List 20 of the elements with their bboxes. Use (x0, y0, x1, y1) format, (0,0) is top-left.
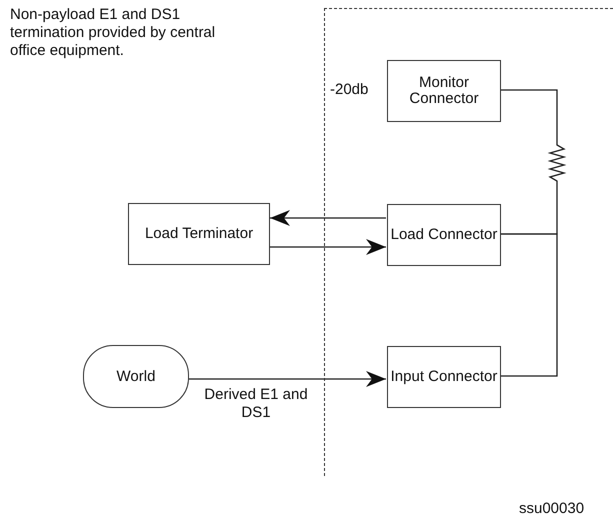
wire (500, 89, 566, 235)
node-label: Input Connector (390, 369, 498, 385)
arrow (270, 210, 386, 226)
terminal-shape (83, 345, 189, 408)
node-label: Load Connector (390, 227, 498, 243)
attenuation-label: -20db (330, 81, 368, 99)
figure-id: ssu00030 (519, 500, 586, 518)
wire (500, 233, 558, 377)
process-box (387, 60, 501, 122)
node-label: Monitor Connector (408, 75, 480, 107)
process-box (387, 346, 501, 408)
node-label: Load Terminator (144, 226, 254, 242)
dashed-boundary (324, 8, 613, 476)
edge-label: Derived E1 and DS1 (203, 386, 309, 422)
note-text: Non-payload E1 and DS1 termination provided by central office equipment. (10, 6, 216, 60)
arrow (270, 239, 386, 255)
node-label: World (116, 368, 156, 384)
process-box (387, 204, 501, 266)
arrow (189, 371, 386, 387)
process-box (128, 203, 270, 265)
